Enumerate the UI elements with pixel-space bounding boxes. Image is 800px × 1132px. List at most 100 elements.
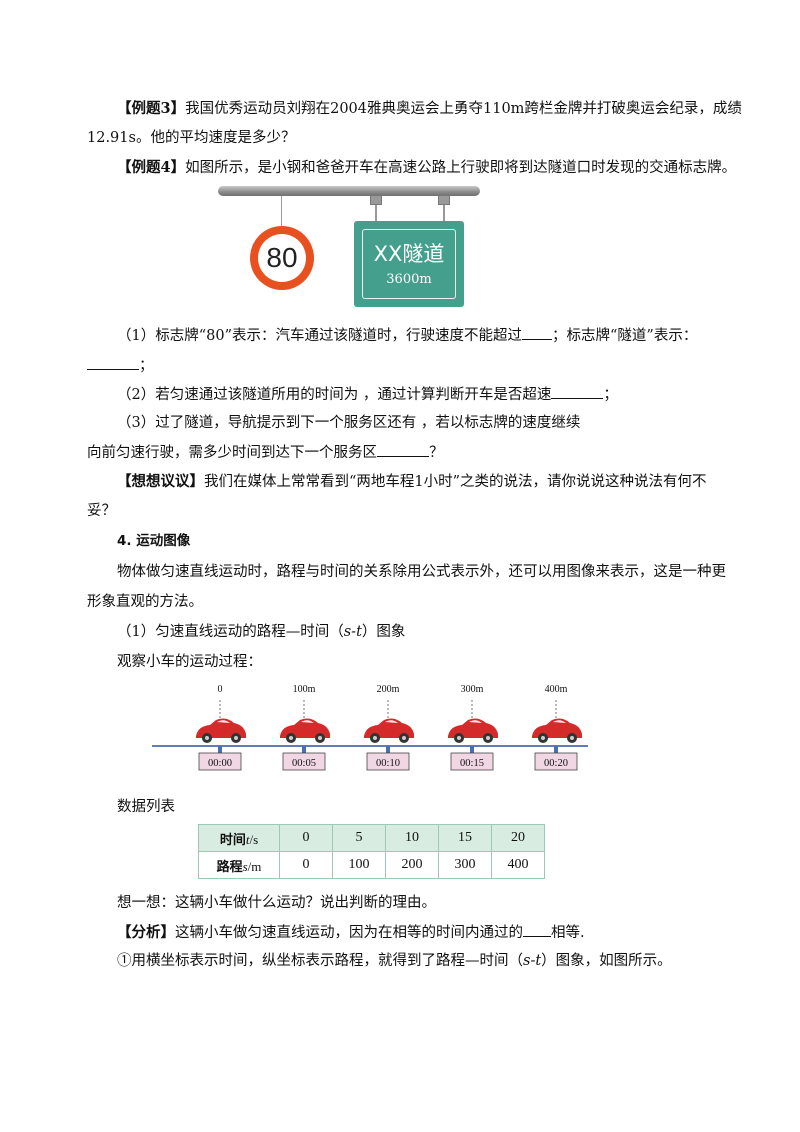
timer-post (302, 746, 306, 753)
question2-text-b: ； (603, 387, 618, 403)
time-label: 00:05 (292, 758, 316, 769)
position-label: 400m (545, 684, 568, 695)
car-4: 400m 00:20 (532, 684, 582, 771)
tunnel-sign: XX隧道 3600m (354, 221, 464, 307)
car-hub (234, 736, 238, 740)
car-3: 300m 00:15 (448, 684, 498, 771)
distance-header: 路程s/m (198, 851, 280, 879)
step1-text-a: ①用横坐标表示时间，纵坐标表示路程，就得到了路程—时间（ (117, 953, 523, 969)
clamp-right (438, 195, 450, 205)
time-box (450, 752, 494, 771)
car-hub (541, 736, 545, 740)
time-label: 00:20 (544, 758, 568, 769)
car-hub (486, 736, 490, 740)
car-body (196, 718, 246, 738)
position-label: 100m (293, 684, 316, 695)
car-body (532, 718, 582, 738)
time-box (198, 752, 242, 771)
think-discuss-line1: 【想想议议】我们在媒体上常常看到“两地车程1小时”之类的说法，请你说说这种说法有… (117, 472, 707, 492)
time-box (366, 752, 410, 771)
analysis-text-b: 相等. (551, 925, 585, 941)
time-header-text: 时间 (219, 832, 246, 848)
time-label: 00:15 (460, 758, 484, 769)
answer-blank (377, 442, 429, 457)
tunnel-length: 3600m (386, 272, 432, 287)
step1-variable: s-t (523, 953, 542, 969)
car-hub (402, 736, 406, 740)
car-window (469, 720, 482, 723)
question3-line1: （3）过了隧道，导航提示到下一个服务区还有 ，若以标志牌的速度继续 (117, 415, 581, 431)
think-discuss-text: 我们在媒体上常常看到“两地车程1小时”之类的说法，请你说说这种说法有何不 (204, 474, 707, 490)
car-hub (289, 736, 293, 740)
table-cell: 400 (491, 851, 545, 879)
car-0: 000:00 (196, 684, 246, 771)
car-window (217, 720, 230, 723)
question2-text-a: （2）若匀速通过该隧道所用的时间为 ，通过计算判断开车是否超速 (117, 387, 552, 403)
car-body (448, 718, 498, 738)
time-label: 00:00 (208, 758, 232, 769)
car-body (280, 718, 330, 738)
car-1: 100m 00:05 (280, 684, 330, 771)
subsection-text-b: ）图象 (361, 624, 406, 640)
analysis-label: 【分析】 (117, 924, 175, 941)
car-hub (205, 736, 209, 740)
question3-text-b: ？ (429, 445, 444, 461)
tunnel-sign-border: XX隧道 3600m (362, 229, 456, 299)
position-label: 200m (377, 684, 400, 695)
speed-sign-wire (281, 196, 282, 226)
sign-gantry-bar (218, 186, 480, 196)
table-cell: 0 (279, 851, 333, 879)
example3-line1: 【例题3】我国优秀运动员刘翔在2004雅典奥运会上勇夺110m跨栏金牌并打破奥运… (117, 99, 742, 119)
distance-header-unit: /m (247, 858, 262, 874)
example4-text: 如图所示，是小钢和爸爸开车在高速公路上行驶即将到达隧道口时发现的交通标志牌。 (185, 160, 737, 176)
example3-label: 【例题3】 (117, 100, 186, 117)
car-hub (457, 736, 461, 740)
traffic-sign-figure: 80 XX隧道 3600m (218, 181, 480, 309)
clamp-left (370, 195, 382, 205)
table-cell: 200 (385, 851, 439, 879)
step1-text-b: ）图象，如图所示。 (541, 953, 672, 969)
data-table: 时间t/s 0 5 10 15 20 路程s/m 0 100 200 300 4… (198, 824, 545, 879)
answer-blank (87, 355, 139, 370)
table-cell: 10 (385, 824, 439, 852)
tunnel-sign-post-left (375, 196, 377, 222)
table-cell: 15 (438, 824, 492, 852)
car-hub (373, 736, 377, 740)
observe-label: 观察小车的运动过程： (117, 654, 262, 670)
think-discuss-label: 【想想议议】 (117, 473, 204, 490)
example3-text: 我国优秀运动员刘翔在2004雅典奥运会上勇夺110m跨栏金牌并打破奥运会纪录，成… (185, 101, 742, 117)
question1-text-a: （1）标志牌“80”表示：汽车通过该隧道时，行驶速度不能超过 (117, 328, 522, 344)
think-question: 想一想：这辆小车做什么运动？说出判断的理由。 (117, 895, 436, 911)
position-label: 300m (461, 684, 484, 695)
distance-header-var: s (242, 858, 248, 874)
time-box (282, 752, 326, 771)
car-hub (570, 736, 574, 740)
car-body (364, 718, 414, 738)
question1-text-b: ；标志牌“隧道”表示： (552, 328, 698, 344)
question1-text-c: ； (139, 358, 154, 374)
time-header-var: t (245, 831, 250, 847)
data-list-label: 数据列表 (117, 799, 175, 815)
section-title: 4. 运动图像 (117, 533, 191, 549)
car-2: 200m 00:10 (364, 684, 414, 771)
speed-limit-sign: 80 (250, 226, 314, 290)
answer-blank (551, 384, 604, 399)
section-para-line1: 物体做匀速直线运动时，路程与时间的关系除用公式表示外，还可以用图像来表示，这是一… (117, 564, 726, 580)
tunnel-name: XX隧道 (373, 242, 445, 266)
subsection-text-a: （1）匀速直线运动的路程—时间（ (117, 624, 344, 640)
analysis-text-a: 这辆小车做匀速直线运动，因为在相等的时间内通过的 (175, 925, 523, 941)
timer-post (386, 746, 390, 753)
step1-line: ①用横坐标表示时间，纵坐标表示路程，就得到了路程—时间（s-t）图象，如图所示。 (117, 951, 672, 971)
table-cell: 300 (438, 851, 492, 879)
question3-text-a: 向前匀速行驶，需多少时间到达下一个服务区 (87, 445, 377, 461)
section-para-line2: 形象直观的方法。 (87, 594, 203, 610)
table-cell: 0 (279, 824, 333, 852)
time-label: 00:10 (376, 758, 400, 769)
question1-line2: ； (87, 355, 154, 376)
timer-post (218, 746, 222, 753)
time-header-unit: /s (249, 831, 259, 847)
time-box (534, 752, 578, 771)
timer-post (470, 746, 474, 753)
car-window (553, 720, 566, 723)
example3-line2: 12.91s。他的平均速度是多少？ (87, 130, 296, 146)
